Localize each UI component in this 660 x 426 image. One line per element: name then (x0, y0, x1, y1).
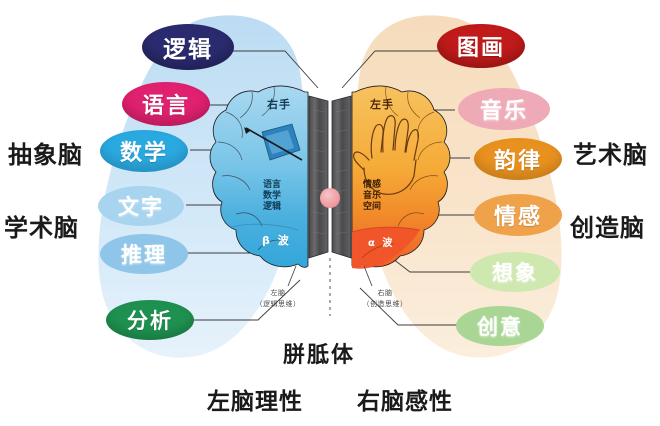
pill-right-1-label: 音乐 (479, 99, 528, 124)
bottom-title-left: 左脑理性 (207, 389, 303, 415)
brain-right-functions: 情感 音乐 空间 (363, 180, 381, 213)
pill-left-0[interactable]: 逻辑 (142, 24, 234, 70)
pill-left-1-label: 语言 (141, 94, 190, 119)
pill-right-4-label: 想象 (492, 261, 538, 285)
caption-right-brain-sub: （创造思维） (362, 300, 408, 308)
pill-left-2[interactable]: 数学 (100, 130, 188, 172)
pill-left-4[interactable]: 推理 (100, 234, 188, 274)
brain-left-hand-label: 右手 (267, 98, 291, 111)
brain-right-wave: α 波 (368, 238, 395, 249)
pill-right-2-label: 韵律 (493, 149, 542, 174)
corpus-callosum-label: 胼胝体 (283, 343, 356, 368)
pill-right-0-label: 图画 (456, 36, 505, 61)
brain-left-functions: 语言 数学 逻辑 (263, 180, 281, 213)
pill-right-1[interactable]: 音乐 (458, 88, 550, 130)
caption-left-brain-sub: （逻辑思维） (255, 300, 301, 308)
outer-label-left-1: 学术脑 (4, 214, 79, 242)
caption-right-brain-title: 右脑 (377, 289, 393, 297)
pill-right-3-label: 情感 (493, 205, 542, 230)
pill-left-0-label: 逻辑 (163, 37, 213, 63)
brain-right-hand-label: 左手 (370, 98, 394, 111)
brain-left-wave: β 波 (262, 234, 291, 247)
outer-label-left-0: 抽象脑 (8, 141, 83, 169)
brain-left-hemisphere (209, 85, 309, 268)
pill-right-5[interactable]: 创意 (456, 306, 544, 346)
brain-left-fn-0a: 语言 (263, 180, 282, 190)
brain-left-fn-2a: 逻辑 (263, 202, 282, 212)
pill-right-3[interactable]: 情感 (474, 194, 562, 236)
brain-right-fn-0a: 情感 (363, 180, 382, 190)
pill-left-3-label: 文字 (118, 195, 164, 219)
pill-right-5-label: 创意 (477, 315, 523, 339)
bottom-title-right: 右脑感性 (357, 389, 453, 415)
pill-left-2-label: 数学 (119, 141, 168, 166)
pill-left-3[interactable]: 文字 (98, 186, 184, 226)
caption-leaders (287, 265, 373, 287)
caption-left-brain-title: 左脑 (270, 289, 286, 297)
outer-label-right-1: 创造脑 (570, 214, 645, 242)
pill-right-4[interactable]: 想象 (470, 252, 560, 292)
pill-left-5[interactable]: 分析 (106, 300, 194, 340)
pill-left-1[interactable]: 语言 (122, 82, 210, 126)
pill-left-4-label: 推理 (121, 243, 167, 267)
brain-right-hemisphere (351, 85, 451, 269)
pill-left-5-label: 分析 (127, 309, 173, 333)
corpus-callosum-graphic (308, 95, 352, 259)
pill-right-2[interactable]: 韵律 (474, 138, 562, 180)
brain-right-fn-1a: 音乐 (363, 191, 382, 201)
brain-right-fn-2a: 空间 (363, 202, 382, 212)
pill-right-0[interactable]: 图画 (437, 24, 525, 68)
brain-left-fn-1a: 数学 (263, 191, 282, 201)
outer-label-right-0: 艺术脑 (573, 141, 648, 169)
